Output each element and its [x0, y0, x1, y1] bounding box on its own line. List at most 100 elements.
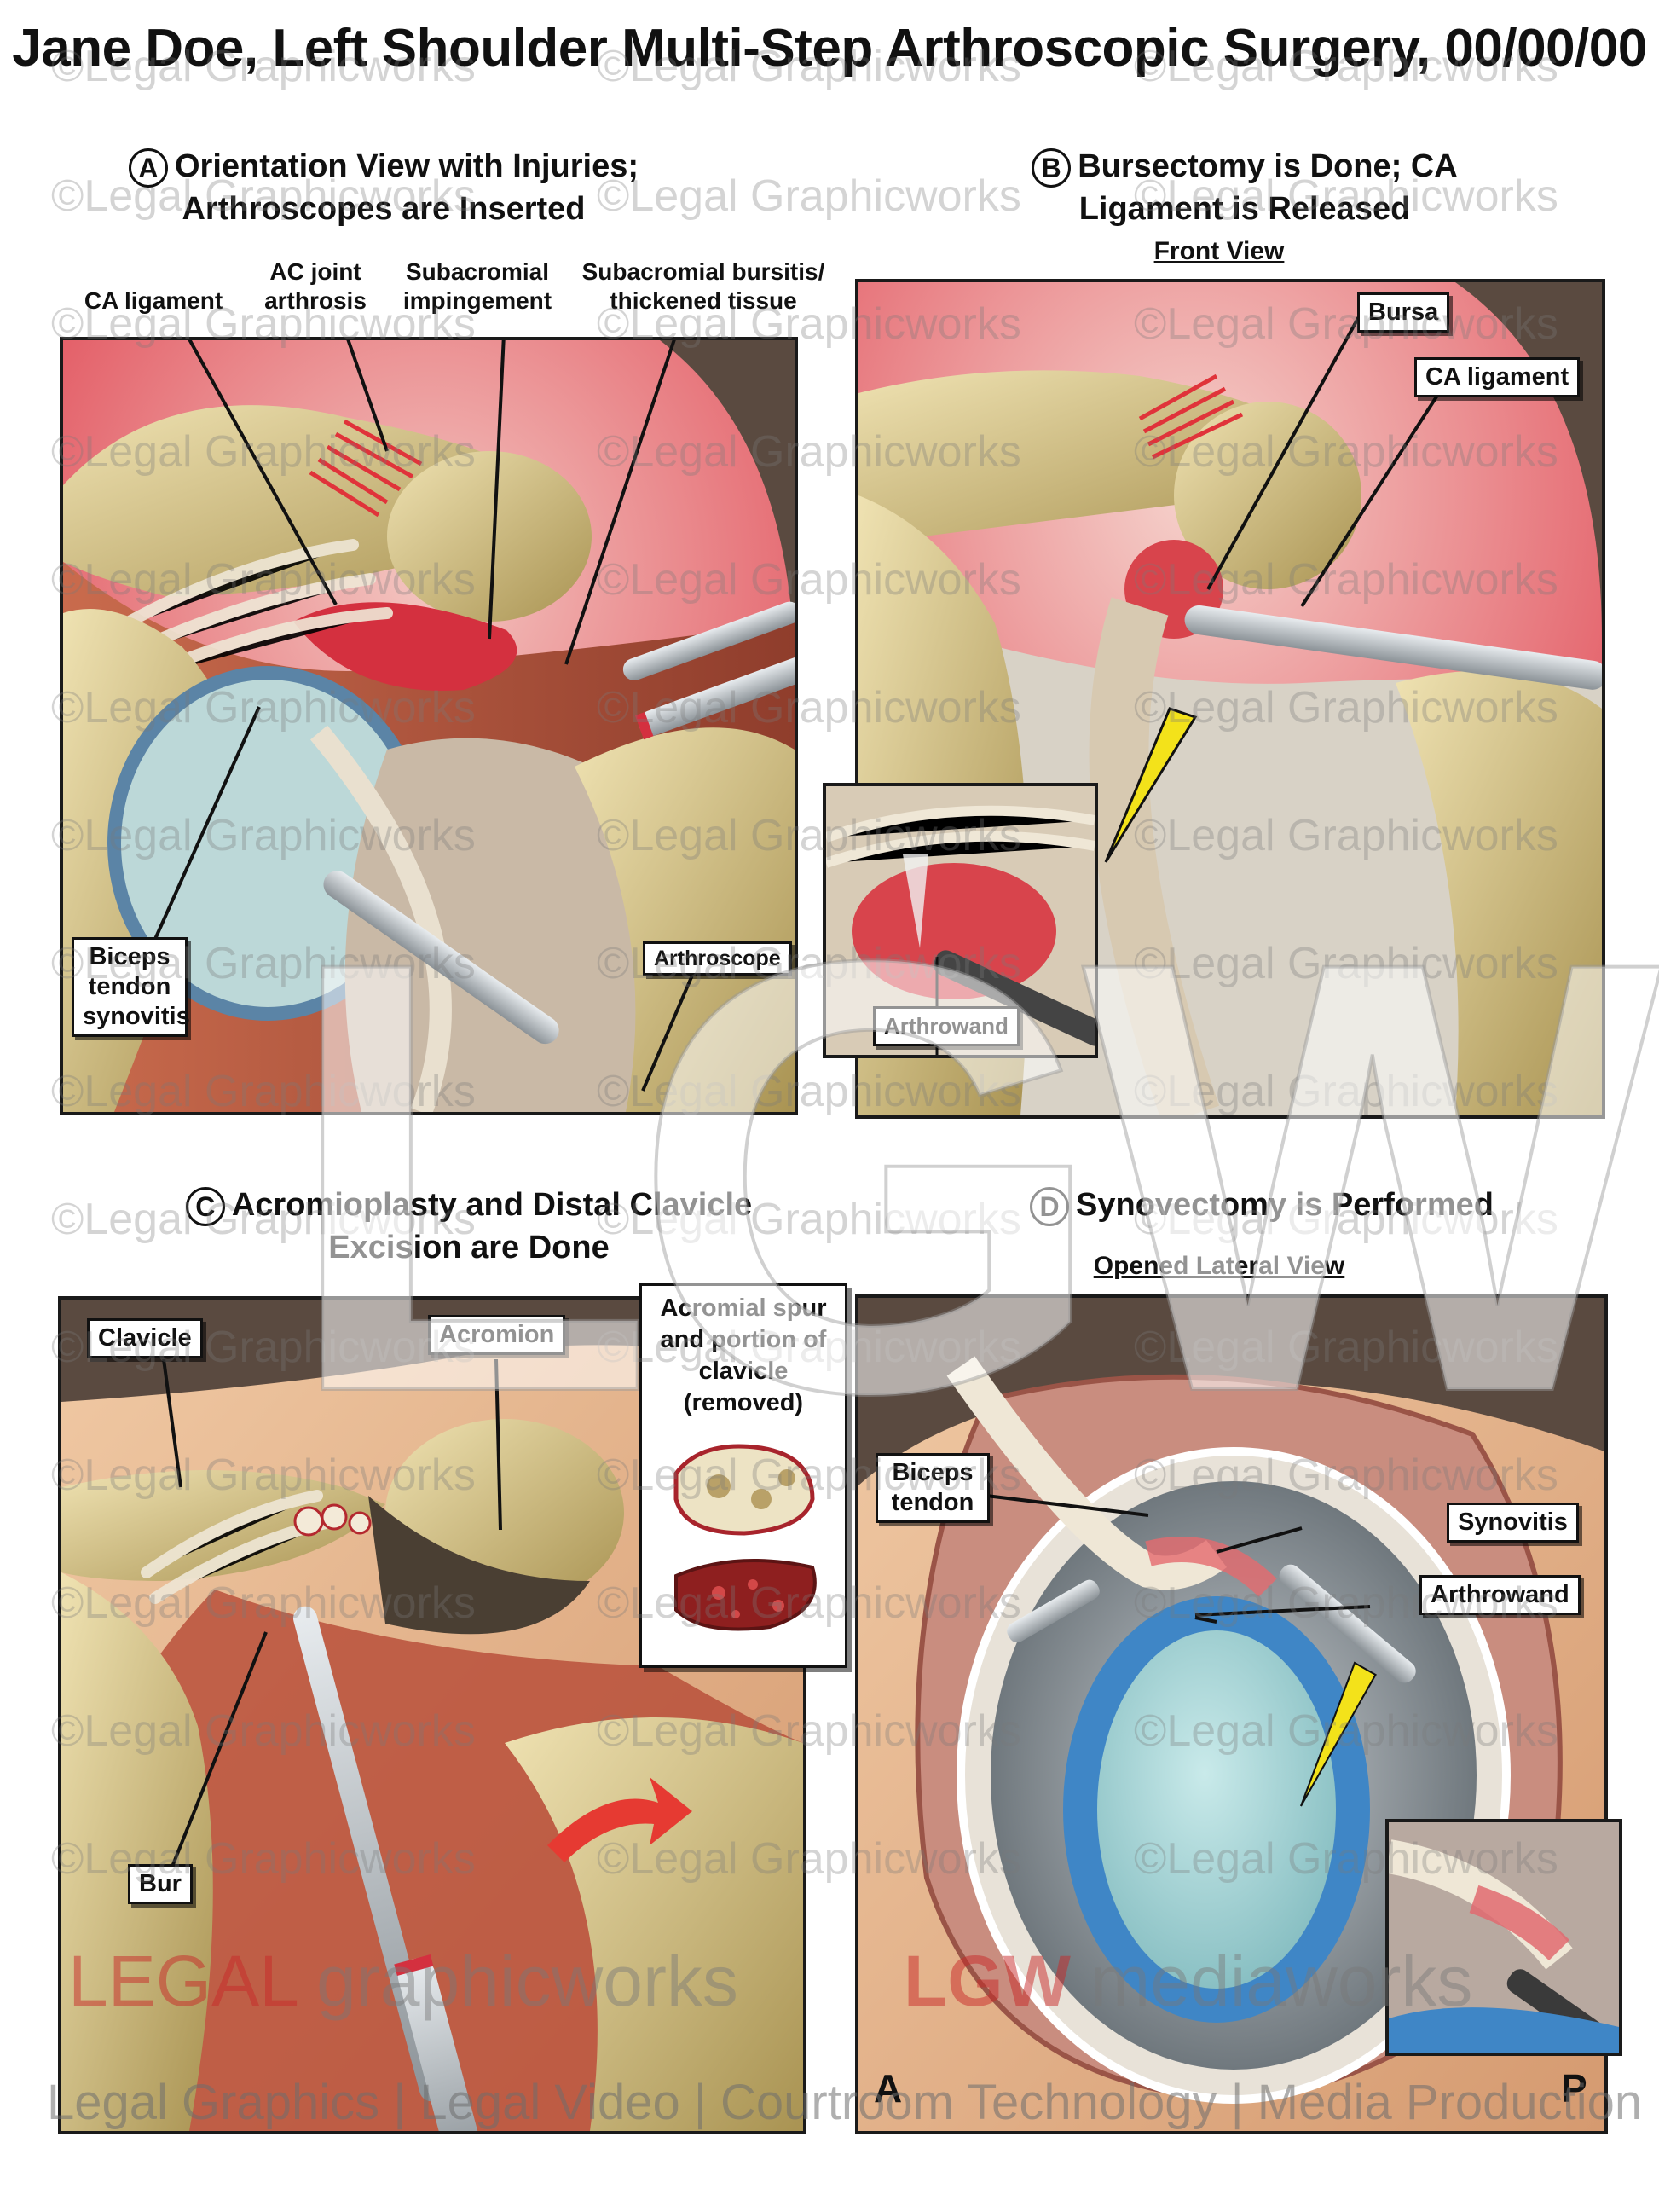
watermark: ©Legal Graphicworks	[597, 1067, 1021, 1116]
watermark: ©Legal Graphicworks	[597, 427, 1021, 477]
panel-c-title-line1: Acromioplasty and Distal Clavicle	[231, 1187, 753, 1223]
panel-a-title-line1: Orientation View with Injuries;	[174, 148, 639, 184]
removed-fragments-icon	[673, 1444, 817, 1631]
panel-c-title-line2: Excision are Done	[328, 1230, 610, 1265]
label-d-synovitis: Synovitis	[1447, 1503, 1579, 1543]
watermark: ©Legal Graphicworks	[597, 1323, 1021, 1372]
watermark: ©Legal Graphicworks	[1134, 299, 1558, 349]
watermark: ©Legal Graphicworks	[1134, 1323, 1558, 1372]
footer-tagline: Legal Graphics | Legal Video | Courtroom…	[47, 2075, 1643, 2130]
label-a-ca-ligament: CA ligament	[84, 287, 223, 314]
logo-mediaworks: mediaworks	[1090, 1941, 1473, 2021]
watermark: ©Legal Graphicworks	[1134, 427, 1558, 477]
watermark: ©Legal Graphicworks	[1134, 683, 1558, 733]
panel-d-inset	[1385, 1819, 1622, 2056]
panel-c-letter: C	[185, 1186, 225, 1226]
watermark: ©Legal Graphicworks	[51, 1195, 476, 1244]
label-c-removed: Acromial spur and portion of clavicle (r…	[660, 1294, 827, 1416]
watermark: ©Legal Graphicworks	[1134, 1195, 1558, 1244]
watermark: ©Legal Graphicworks	[597, 1834, 1021, 1884]
center-watermark: LGW	[280, 833, 1659, 1520]
watermark: ©Legal Graphicworks	[51, 1323, 476, 1372]
watermark: ©Legal Graphicworks	[1134, 1067, 1558, 1116]
watermark: ©Legal Graphicworks	[1134, 1578, 1558, 1628]
panel-a-letter: A	[128, 148, 168, 188]
watermark: ©Legal Graphicworks	[51, 1706, 476, 1756]
watermark: ©Legal Graphicworks	[1134, 1706, 1558, 1756]
label-b-bursa: Bursa	[1357, 292, 1450, 333]
watermark: ©Legal Graphicworks	[51, 299, 476, 349]
label-d-posterior: P	[1561, 2066, 1587, 2111]
watermark: ©Legal Graphicworks	[51, 555, 476, 605]
panel-b-title-line1: Bursectomy is Done; CA	[1078, 148, 1458, 184]
watermark: ©Legal Graphicworks	[597, 555, 1021, 605]
watermark: ©Legal Graphicworks	[51, 1578, 476, 1628]
watermark: ©Legal Graphicworks	[1134, 1834, 1558, 1884]
watermark: ©Legal Graphicworks	[51, 1067, 476, 1116]
watermark: ©Legal Graphicworks	[597, 683, 1021, 733]
watermark: ©Legal Graphicworks	[597, 939, 1021, 988]
label-b-ca-ligament: CA ligament	[1414, 357, 1581, 397]
watermark: ©Legal Graphicworks	[51, 811, 476, 860]
watermark: ©Legal Graphicworks	[51, 939, 476, 988]
label-a-bursitis: Subacromial bursitis/ thickened tissue	[581, 258, 825, 314]
watermark: ©Legal Graphicworks	[1134, 1451, 1558, 1500]
logo-legal: LEGAL	[68, 1941, 297, 2021]
label-a-ac-joint: AC joint arthrosis	[264, 258, 367, 314]
watermark: ©Legal Graphicworks	[1134, 939, 1558, 988]
panel-b-title-line2: Ligament is Released	[1078, 191, 1411, 227]
watermark: ©Legal Graphicworks	[597, 811, 1021, 860]
label-a-impingement: Subacromial impingement	[402, 258, 552, 314]
watermark: ©Legal Graphicworks	[597, 1451, 1021, 1500]
page-title: Jane Doe, Left Shoulder Multi-Step Arthr…	[12, 19, 1647, 78]
watermark: ©Legal Graphicworks	[597, 1578, 1021, 1628]
panel-b-inset: Arthrowand	[823, 783, 1098, 1058]
watermark: ©Legal Graphicworks	[1134, 555, 1558, 605]
watermark: ©Legal Graphicworks	[1134, 811, 1558, 860]
watermark: ©Legal Graphicworks	[597, 171, 1021, 221]
panel-b-letter: B	[1032, 148, 1072, 188]
panel-d-inset-art	[1389, 1822, 1619, 2053]
watermark: ©Legal Graphicworks	[51, 171, 476, 221]
panel-d-title-line1: Synovectomy is Performed	[1076, 1187, 1494, 1223]
label-d-biceps-tendon: Biceps tendon	[876, 1453, 990, 1523]
watermark: ©Legal Graphicworks	[597, 299, 1021, 349]
label-c-clavicle: Clavicle	[87, 1318, 203, 1358]
watermark: ©Legal Graphicworks	[597, 1706, 1021, 1756]
watermark: ©Legal Graphicworks	[1134, 42, 1558, 91]
logo-lgw: LGW	[904, 1941, 1071, 2021]
logo-legal-graphicworks: LEGAL graphicworks	[68, 1940, 738, 2023]
label-a-arthroscope: Arthroscope	[643, 941, 792, 976]
panel-d-subtitle: Opened Lateral View	[1093, 1252, 1345, 1280]
panel-c-removed-callout: Acromial spur and portion of clavicle (r…	[639, 1283, 847, 1668]
label-a-biceps-synovitis: Biceps tendon synovitis	[72, 937, 190, 1037]
panel-c-art	[61, 1300, 803, 2131]
watermark: ©Legal Graphicworks	[51, 1834, 476, 1884]
watermark: ©Legal Graphicworks	[51, 42, 476, 91]
watermark: ©Legal Graphicworks	[51, 1451, 476, 1500]
label-d-anterior: A	[874, 2066, 903, 2111]
panel-c-illustration: Clavicle Acromion Bur	[58, 1296, 806, 2134]
panel-a-illustration: Biceps tendon synovitis Arthroscope	[60, 337, 798, 1115]
panel-d-art	[858, 1298, 1604, 2131]
watermark: ©Legal Graphicworks	[51, 427, 476, 477]
logo-lgw-mediaworks: LGW mediaworks	[904, 1940, 1472, 2023]
label-b-arthrowand: Arthrowand	[873, 1006, 1020, 1046]
panel-b-subtitle: Front View	[1153, 237, 1285, 265]
panel-d-letter: D	[1030, 1186, 1070, 1226]
panel-a-title-line2: Arthroscopes are Inserted	[182, 191, 586, 227]
label-d-arthrowand: Arthrowand	[1419, 1575, 1581, 1615]
panel-d-illustration: Biceps tendon Synovitis Arthrowand A P	[855, 1294, 1608, 2134]
watermark: ©Legal Graphicworks	[1134, 171, 1558, 221]
logo-graphicworks: graphicworks	[316, 1941, 738, 2021]
watermark: ©Legal Graphicworks	[597, 1195, 1021, 1244]
panel-a-art	[63, 340, 795, 1112]
watermark: ©Legal Graphicworks	[51, 683, 476, 733]
label-c-acromion: Acromion	[428, 1315, 566, 1355]
label-c-bur: Bur	[128, 1864, 193, 1904]
watermark: ©Legal Graphicworks	[597, 42, 1021, 91]
